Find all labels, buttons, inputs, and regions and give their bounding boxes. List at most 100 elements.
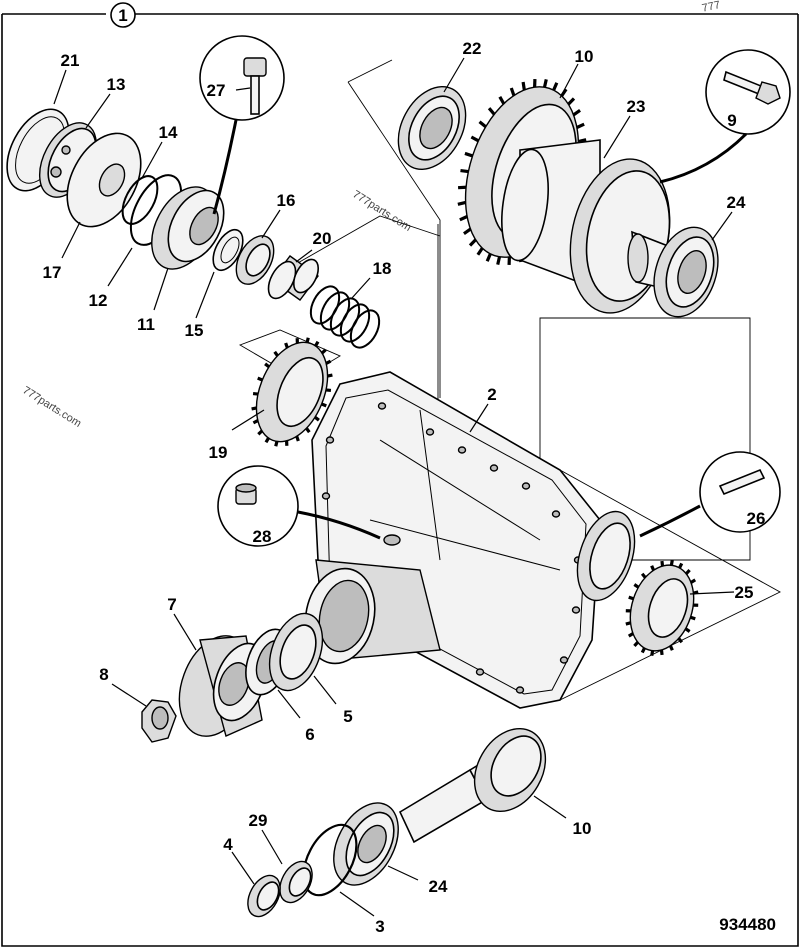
gear-tooth [264, 362, 271, 369]
part-27-callout [199, 35, 285, 215]
gear-tooth [542, 79, 548, 88]
housing-bolt-holes [321, 402, 583, 694]
gear-tooth [627, 632, 634, 638]
gear-tooth [305, 337, 310, 343]
part-2-housing [304, 371, 601, 709]
label-10-top: 10 [575, 47, 594, 66]
part-25-gear-ring [625, 560, 699, 656]
label-13: 13 [107, 75, 126, 94]
gear-tooth [684, 627, 691, 633]
part-11-hub [151, 186, 225, 270]
part-4-shim [247, 874, 281, 918]
part-3-snap-ring [302, 823, 358, 897]
gear-tooth [252, 419, 259, 425]
gear-tooth [476, 247, 484, 256]
gear-tooth [257, 376, 263, 382]
part-8-nut [141, 699, 177, 743]
gear-tooth [457, 200, 467, 206]
gear-tooth [521, 81, 526, 91]
gear-tooth [464, 151, 474, 158]
gear-tooth [567, 97, 576, 106]
gear-tooth [284, 342, 289, 349]
gear-tooth [552, 82, 559, 91]
gear-tooth [640, 647, 646, 654]
part-10-pinion [398, 727, 547, 844]
label-26: 26 [747, 509, 766, 528]
gear-tooth [690, 578, 697, 584]
gear-tooth [274, 441, 279, 447]
gear-tooth [460, 168, 469, 174]
part-labels: 21 13 14 17 12 11 15 16 20 18 27 22 10 2… [43, 39, 766, 936]
gear-tooth [685, 569, 691, 575]
gear-tooth [576, 122, 585, 129]
part-24-bearing-top [653, 226, 719, 318]
label-16: 16 [277, 191, 296, 210]
gear-tooth [625, 621, 632, 626]
part-5-bearing [268, 612, 324, 692]
gear-tooth [659, 649, 664, 656]
part-19-gear-ring [251, 337, 333, 447]
label-23: 23 [627, 97, 646, 116]
label-10-bottom: 10 [573, 819, 592, 838]
gear-tooth [257, 429, 264, 436]
part-9-callout [659, 49, 791, 184]
part-20-sleeve [267, 255, 320, 301]
gear-tooth [660, 560, 665, 567]
gear-tooth [678, 562, 684, 569]
gear-tooth [628, 595, 634, 601]
gear-tooth [320, 348, 327, 355]
part-seal-ring-side [576, 510, 636, 602]
part-23-diff-housing [501, 139, 673, 314]
label-17: 17 [43, 263, 62, 282]
gear-tooth [251, 406, 257, 411]
label-7: 7 [167, 595, 176, 614]
part-14-snap-ring [121, 175, 159, 225]
gear-tooth [327, 373, 333, 378]
label-9: 9 [727, 111, 736, 130]
gear-tooth [478, 120, 487, 129]
label-18: 18 [373, 259, 392, 278]
gear-tooth [509, 87, 516, 97]
leader-lines [53, 57, 735, 917]
gear-tooth [496, 256, 502, 265]
document-number: 934480 [719, 915, 776, 934]
label-19: 19 [209, 443, 228, 462]
gear-tooth [577, 138, 587, 144]
gear-tooth [273, 350, 279, 357]
label-12: 12 [89, 291, 108, 310]
gear-tooth [487, 107, 496, 116]
diagram-frame [1, 13, 799, 947]
label-4: 4 [223, 835, 233, 854]
label-24-top: 24 [727, 193, 746, 212]
part-16-seal [235, 235, 275, 285]
label-21: 21 [61, 51, 80, 70]
gear-tooth [468, 238, 477, 247]
gear-tooth [459, 215, 468, 222]
gear-tooth [650, 650, 655, 656]
part-22-bearing [397, 85, 467, 171]
label-28: 28 [253, 527, 272, 546]
gear-tooth [314, 340, 320, 347]
corner-text: 777 [701, 0, 721, 15]
gear-tooth [560, 88, 568, 97]
label-5: 5 [343, 707, 352, 726]
part-18-spring [309, 285, 381, 349]
part-17-washer [66, 132, 142, 228]
label-14: 14 [159, 123, 178, 142]
label-2: 2 [487, 385, 496, 404]
label-3: 3 [375, 917, 384, 936]
part-26-callout [639, 451, 781, 538]
gear-tooth [470, 135, 480, 143]
gear-tooth [485, 253, 492, 262]
part-29-shim [279, 860, 313, 904]
gear-tooth [572, 109, 581, 117]
label-8: 8 [99, 665, 108, 684]
gear-tooth [668, 645, 674, 651]
label-22: 22 [463, 39, 482, 58]
gear-tooth [264, 437, 270, 444]
gear-tooth [295, 435, 300, 442]
gear-tooth [313, 415, 320, 422]
label-11: 11 [137, 315, 155, 334]
gear-tooth [640, 572, 647, 579]
